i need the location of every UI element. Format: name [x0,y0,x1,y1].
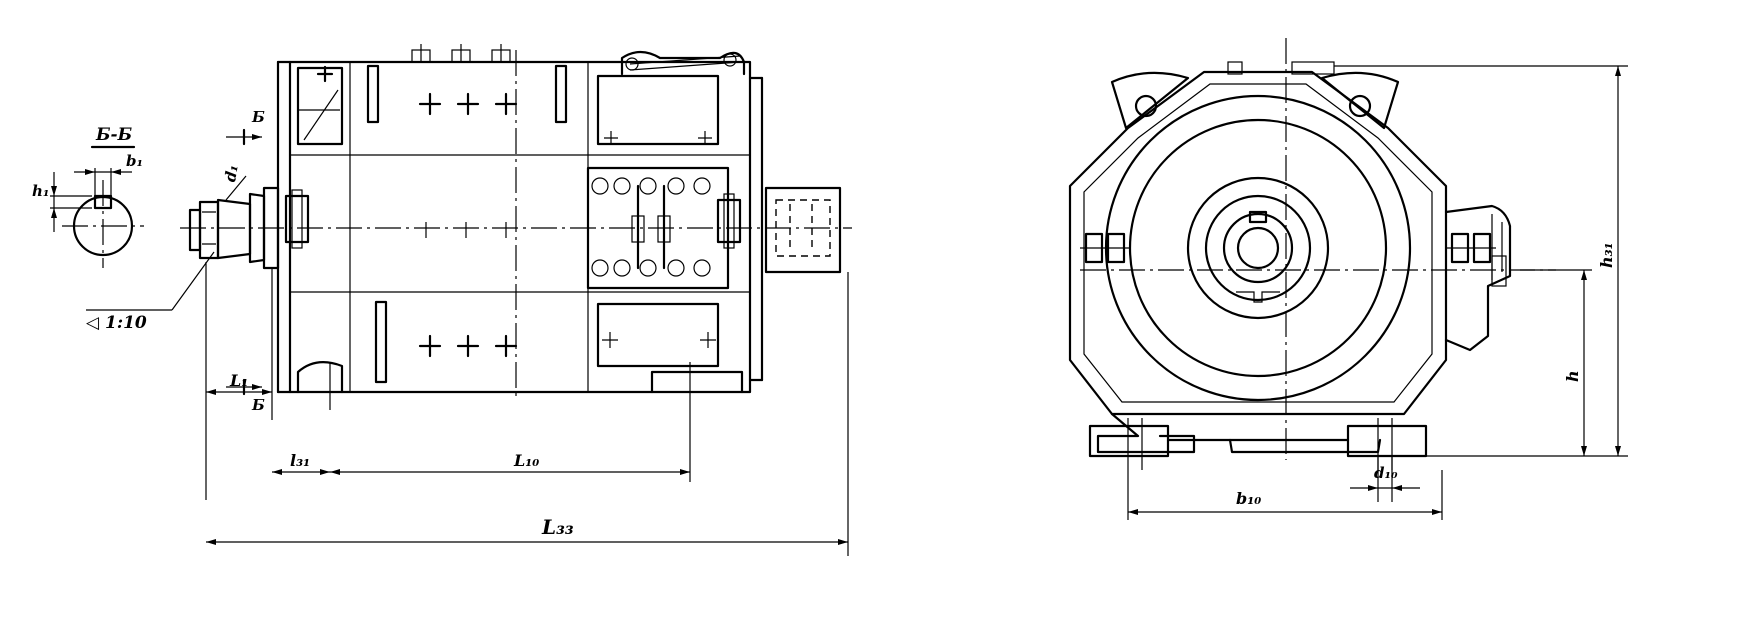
end-shield-middle [1128,118,1388,378]
mounting-feet [296,361,744,410]
l33-label: L₃₃ [541,515,574,539]
l10-label: L₁₀ [513,451,539,470]
section-title: Б-Б [95,125,133,145]
shaft-end [1236,226,1280,270]
bearing-housing-left [284,194,310,244]
end-shield-outer [1104,94,1412,402]
vent-slot-top-right [554,64,568,124]
d1-label: d₁ [221,163,242,183]
side-view: d₁ Б Б ◁ 1:10 [86,44,852,556]
bearing-housing-right [716,198,742,244]
shaft-section-view: Б-Б h₁ b₁ [32,125,144,268]
cover-screws [316,65,518,358]
d10-label: d₁₀ [1374,464,1398,482]
end-view-feet [1088,412,1428,470]
vent-slot-bottom-left [374,300,388,384]
brush-holder-box [425,166,730,290]
h1-label: h₁ [32,182,49,200]
h-label: h [1563,370,1582,382]
bearing-cap-inner [1204,194,1312,302]
vent-slot-top-left [366,64,380,124]
h1-arrow-top [51,186,57,196]
l1-label: L₁ [229,371,248,390]
b10-label: b₁₀ [1236,489,1261,508]
section-mark-bottom: Б [251,396,265,414]
b1-arrow-left [85,169,95,175]
side-terminal-box [1444,204,1512,352]
taper-label: ◁ 1:10 [86,313,147,333]
end-view: h₃₁ h d₁₀ b₁₀ [1068,38,1628,520]
shaft-keyway [1248,210,1268,224]
h31-label: h₃₁ [1597,242,1616,268]
top-bolts [411,44,511,63]
shaft-end-outer [1222,212,1294,284]
frame-octagon-inner [1083,83,1433,403]
lifting-eye-left [1110,71,1190,130]
inspection-cover-bottom [596,302,720,368]
commutator-end-housing [764,186,842,274]
shaft-extension [188,175,280,270]
d1-leader [225,175,247,201]
lifting-lug [620,50,746,76]
section-mark-top: Б [251,108,265,126]
taper-leader [171,251,215,311]
terminal-cover-top-left [296,66,344,146]
l31-label: l₃₁ [290,451,310,470]
top-frame-bolts [1227,61,1335,75]
side-clamp-bolts [1080,232,1496,264]
b1-arrow-right [111,169,121,175]
lifting-eye-right [1320,71,1400,130]
h1-arrow-bottom [51,208,57,218]
b1-label: b₁ [126,152,143,170]
inspection-cover-top [596,74,720,146]
motor-body-outline [288,60,752,394]
bearing-cap-outer [1186,176,1330,320]
frame-octagon-outer [1068,70,1448,416]
